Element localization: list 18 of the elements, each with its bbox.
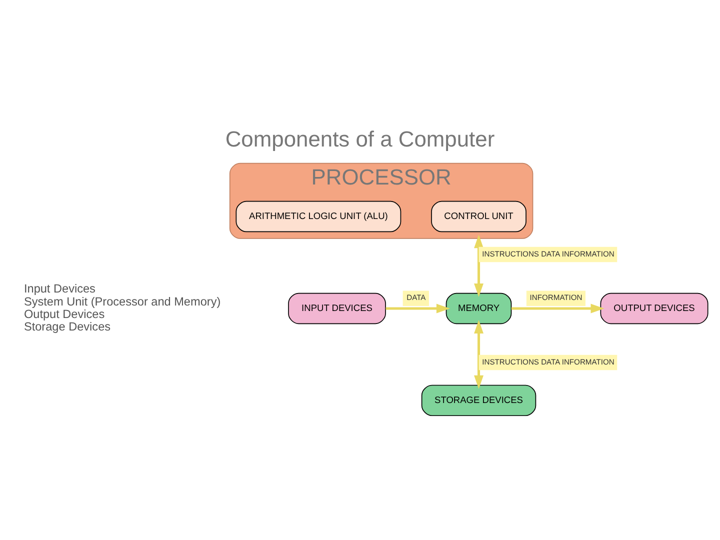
arrow <box>511 303 604 313</box>
node-box: INPUT DEVICES <box>288 292 386 324</box>
label: System Unit (Processor and Memory) <box>24 294 221 308</box>
arrow <box>386 303 450 313</box>
label: Storage Devices <box>24 319 111 334</box>
diagram-title: Components of a Computer <box>225 126 495 151</box>
edge-label: DATA <box>406 292 426 302</box>
edge-label: INFORMATION <box>530 292 582 302</box>
node-box: CONTROL UNIT <box>431 200 526 232</box>
edge-label: INSTRUCTIONS DATA INFORMATION <box>482 356 614 366</box>
arrow <box>474 234 484 296</box>
arrow <box>474 319 484 388</box>
label: Input Devices <box>24 281 96 296</box>
node-box: MEMORY <box>446 292 512 324</box>
edge-label: INSTRUCTIONS DATA INFORMATION <box>482 248 614 258</box>
node-box: STORAGE DEVICES <box>421 384 536 416</box>
node-box: ARITHMETIC LOGIC UNIT (ALU) <box>236 200 402 232</box>
node-box: OUTPUT DEVICES <box>600 292 708 324</box>
